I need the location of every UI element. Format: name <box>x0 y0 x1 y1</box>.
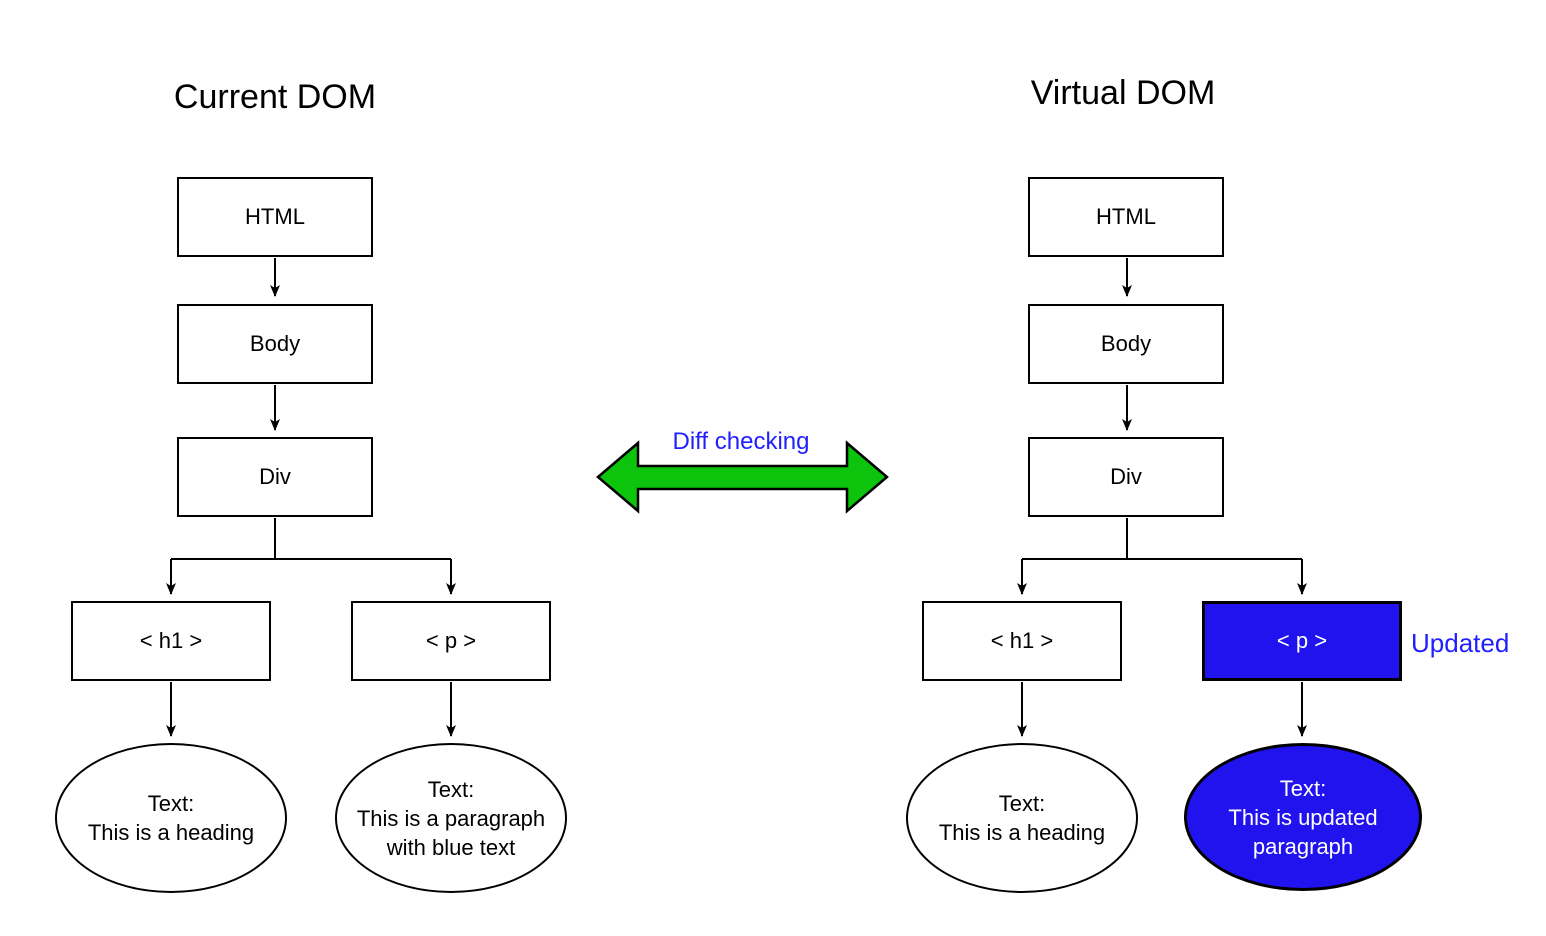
current-html-node: HTML <box>177 177 373 257</box>
text-line: Text: <box>427 776 475 802</box>
updated-label: Updated <box>1411 628 1510 658</box>
text-line: Text: <box>998 791 1046 816</box>
diff-double-arrow-icon <box>596 440 889 514</box>
current-div-node: Div <box>177 437 373 517</box>
text-line: This is a heading <box>938 820 1106 845</box>
current-p-node: < p > <box>351 601 551 681</box>
text-line: Text: <box>147 791 195 816</box>
text-line: This is updated <box>1228 804 1378 830</box>
text-line: with blue text <box>386 834 516 860</box>
virtual-body-node: Body <box>1028 304 1224 384</box>
virtual-h1-node: < h1 > <box>922 601 1122 681</box>
current-h1-text-node: Text: This is a heading <box>55 743 287 893</box>
text-line: This is a paragraph <box>356 805 546 831</box>
virtual-p-text-node-updated: Text: This is updated paragraph <box>1184 743 1422 891</box>
current-dom-title: Current DOM <box>173 78 377 116</box>
text-line: Text: <box>1279 775 1327 801</box>
text-line: This is a heading <box>87 820 255 845</box>
current-h1-node: < h1 > <box>71 601 271 681</box>
current-body-node: Body <box>177 304 373 384</box>
text-line: paragraph <box>1252 833 1354 859</box>
virtual-dom-title: Virtual DOM <box>1030 74 1216 112</box>
virtual-div-node: Div <box>1028 437 1224 517</box>
virtual-html-node: HTML <box>1028 177 1224 257</box>
virtual-p-node-updated: < p > <box>1202 601 1402 681</box>
current-p-text-node: Text: This is a paragraph with blue text <box>335 743 567 893</box>
virtual-h1-text-node: Text: This is a heading <box>906 743 1138 893</box>
diff-checking-label: Diff checking <box>672 428 810 455</box>
